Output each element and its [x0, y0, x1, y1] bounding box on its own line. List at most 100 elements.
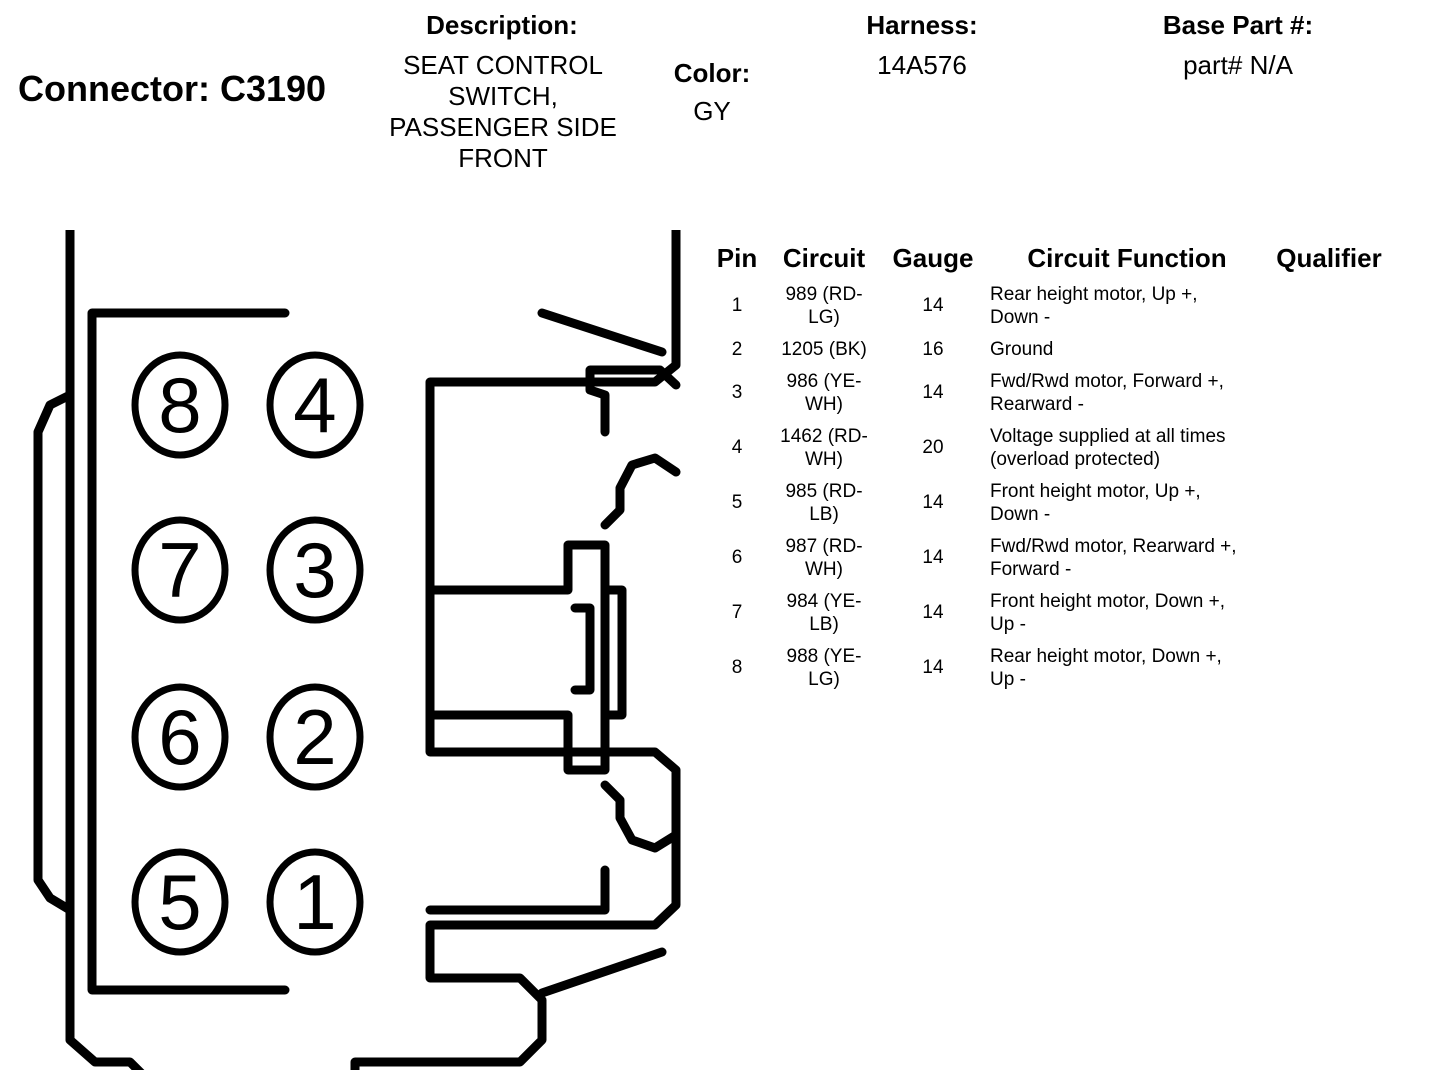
- cell-pin: 2: [708, 333, 766, 365]
- cell-gauge: 14: [882, 640, 984, 695]
- cell-function-line: Down -: [990, 306, 1051, 328]
- cell-pin: 8: [708, 640, 766, 695]
- pin-number: 4: [293, 361, 336, 449]
- cell-circuit: 1205 (BK): [766, 333, 882, 365]
- table-row: 5 985 (RD-LB) 14 Front height motor, Up +,D…: [708, 475, 1394, 530]
- description-heading: Description:: [426, 10, 578, 40]
- cell-gauge-line: 14: [922, 602, 944, 623]
- connector-inner-frame: [87, 308, 290, 995]
- cell-circuit: 986 (YE-WH): [766, 365, 882, 420]
- cell-circuit: 988 (YE-LG): [766, 640, 882, 695]
- cell-pin: 6: [708, 530, 766, 585]
- pin-circle: [266, 683, 364, 791]
- pin-circle: [266, 848, 364, 956]
- column-header-pin: Pin: [716, 242, 758, 273]
- pin-cavity-3: 3: [266, 516, 364, 624]
- cell-circuit-line: 984 (YE-: [786, 590, 862, 612]
- pin-cavity-1: 1: [266, 848, 364, 956]
- cell-pin-line: 6: [731, 547, 743, 568]
- connector-key-inner: [570, 603, 595, 695]
- cell-qualifier: [1264, 278, 1394, 333]
- cell-pin: 7: [708, 585, 766, 640]
- column-header-circuit: Circuit: [782, 242, 866, 273]
- table-row: 7 984 (YE-LB) 14 Front height motor, Down +…: [708, 585, 1394, 640]
- cell-gauge-line: 14: [922, 295, 944, 316]
- cell-qualifier: [1264, 365, 1394, 420]
- cell-gauge: 20: [882, 420, 984, 475]
- pin-number: 5: [158, 858, 201, 946]
- connector-key-slot: [425, 540, 610, 775]
- cell-function-line: (overload protected): [990, 448, 1161, 470]
- cell-function-line: Voltage supplied at all times: [990, 425, 1226, 447]
- cell-pin-line: 4: [731, 437, 743, 458]
- pin-number: 7: [158, 526, 201, 614]
- cell-function: Rear height motor, Up +,Down -: [984, 278, 1264, 333]
- base-part-heading: Base Part #:: [1162, 10, 1314, 40]
- cell-gauge: 14: [882, 365, 984, 420]
- cell-qualifier: [1264, 475, 1394, 530]
- cell-function-line: Fwd/Rwd motor, Rearward +,: [990, 535, 1237, 557]
- description-value: SEAT CONTROL SWITCH, PASSENGER SIDE FRON…: [372, 50, 634, 174]
- pin-circle: [131, 848, 229, 956]
- description-line: PASSENGER SIDE: [389, 112, 617, 142]
- cell-function-line: Down -: [990, 503, 1051, 525]
- cell-gauge-line: 16: [922, 338, 944, 360]
- cell-pin: 5: [708, 475, 766, 530]
- connector-key-bar: [600, 585, 627, 720]
- pin-circle: [266, 516, 364, 624]
- pin-cavity-5: 5: [131, 848, 229, 956]
- cell-circuit: 984 (YE-LB): [766, 585, 882, 640]
- column-header-gauge: Gauge: [892, 242, 974, 273]
- cell-function: Front height motor, Up +,Down -: [984, 475, 1264, 530]
- pin-cavity-6: 6: [131, 683, 229, 791]
- harness-heading: Harness:: [866, 10, 978, 40]
- cell-function-line: Rearward -: [990, 393, 1084, 415]
- cell-pin-line: 8: [731, 657, 743, 678]
- pin-circle: [266, 351, 364, 459]
- pin-number: 8: [158, 361, 201, 449]
- table-row: 2 1205 (BK) 16 Ground: [708, 333, 1394, 365]
- cell-circuit-line: LG): [808, 306, 840, 328]
- pin-number: 6: [158, 693, 201, 781]
- cell-gauge-line: 14: [922, 492, 944, 513]
- cell-pin: 1: [708, 278, 766, 333]
- cell-circuit-line: WH): [805, 558, 843, 580]
- cell-circuit: 985 (RD-LB): [766, 475, 882, 530]
- cell-gauge-line: 14: [922, 382, 944, 403]
- cell-function-line: Front height motor, Down +,: [990, 590, 1225, 612]
- cell-function-line: Up -: [990, 668, 1026, 690]
- pin-circle: [131, 351, 229, 459]
- cell-pin-line: 2: [731, 338, 743, 360]
- pin-circle: [131, 516, 229, 624]
- connector-upper-latch: [585, 365, 681, 437]
- column-header-qualifier: Qualifier: [1276, 242, 1382, 273]
- cell-circuit-line: LG): [808, 668, 840, 690]
- cell-circuit: 989 (RD-LG): [766, 278, 882, 333]
- connector-lower-latch: [425, 865, 610, 915]
- cell-function-line: Forward -: [990, 558, 1072, 580]
- connector-title: Connector: C3190: [18, 68, 327, 109]
- pin-number: 3: [293, 526, 336, 614]
- color-value: GY: [693, 96, 731, 126]
- cell-qualifier: [1264, 640, 1394, 695]
- connector-left-latch: [33, 390, 75, 915]
- cell-pin-line: 3: [731, 382, 743, 403]
- cell-pin-line: 5: [731, 492, 743, 513]
- pin-number: 2: [293, 693, 336, 781]
- cell-function-line: Front height motor, Up +,: [990, 480, 1201, 502]
- color-heading: Color:: [673, 58, 751, 88]
- cell-function: Ground: [984, 333, 1264, 365]
- cell-pin: 3: [708, 365, 766, 420]
- cell-circuit-line: WH): [805, 448, 843, 470]
- cell-pin: 4: [708, 420, 766, 475]
- cell-circuit-line: 986 (YE-: [786, 370, 862, 392]
- cell-pin-line: 7: [731, 602, 743, 623]
- connector-lower-tab: [600, 780, 681, 853]
